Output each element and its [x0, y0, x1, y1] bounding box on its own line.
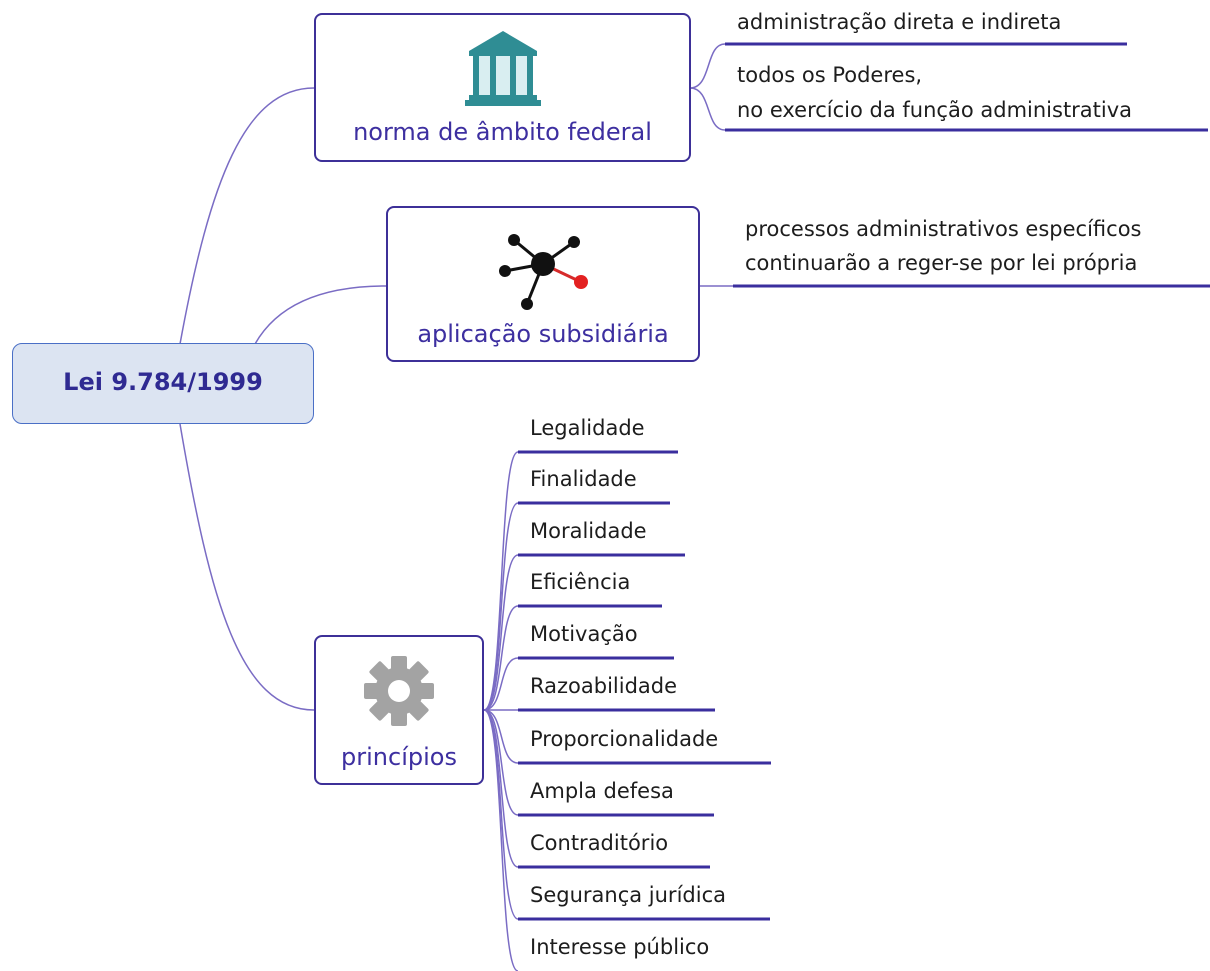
connector-principios-fan — [483, 451, 519, 711]
principio-moralidade: Moralidade — [530, 519, 647, 543]
connector-principios-fan — [483, 709, 519, 920]
branch-subsidiaria-label: aplicação subsidiária — [417, 320, 669, 348]
principio-ampla-defesa: Ampla defesa — [530, 779, 674, 803]
leaf-todos-os-poderes: todos os Poderes, no exercício da função… — [737, 63, 1133, 122]
leaf-administracao-direta: administração direta e indireta — [737, 10, 1062, 34]
leaf-processos-especificos: processos administrativos específicos co… — [745, 217, 1142, 275]
gear-icon — [364, 656, 434, 726]
connector-principios-fan — [483, 657, 519, 711]
principio-legalidade: Legalidade — [530, 416, 645, 440]
connector-principios-fan — [483, 709, 519, 971]
principio-motivacao: Motivação — [530, 622, 638, 646]
principio-seguranca-juridica: Segurança jurídica — [530, 883, 726, 907]
branch-principios-label: princípios — [341, 743, 457, 771]
branch-subsidiaria[interactable]: aplicação subsidiária — [386, 206, 700, 362]
root-node[interactable]: Lei 9.784/1999 — [12, 343, 314, 424]
branch-principios[interactable]: princípios — [314, 635, 484, 785]
principio-finalidade: Finalidade — [530, 467, 637, 491]
connector-principios-fan — [483, 502, 519, 711]
connector-federal-leaf-1 — [689, 43, 726, 89]
principio-interesse-publico: Interesse público — [530, 935, 710, 959]
network-icon — [499, 234, 588, 310]
connector-principios-fan — [483, 554, 519, 711]
principio-contraditorio: Contraditório — [530, 831, 669, 855]
principio-eficiencia: Eficiência — [530, 570, 631, 594]
connector-principios-fan — [483, 605, 519, 711]
branch-federal[interactable]: norma de âmbito federal — [314, 13, 691, 162]
principio-proporcionalidade: Proporcionalidade — [530, 727, 719, 751]
connector-federal-leaf-2 — [689, 87, 726, 131]
root-label: Lei 9.784/1999 — [63, 368, 263, 396]
connector-root-federal — [179, 87, 315, 345]
connector-principios-fan — [483, 709, 519, 764]
branch-federal-label: norma de âmbito federal — [353, 118, 652, 146]
connector-root-subsidiaria — [254, 285, 387, 345]
principio-razoabilidade: Razoabilidade — [530, 674, 678, 698]
courthouse-icon — [464, 31, 541, 106]
connector-root-principios — [179, 423, 315, 711]
